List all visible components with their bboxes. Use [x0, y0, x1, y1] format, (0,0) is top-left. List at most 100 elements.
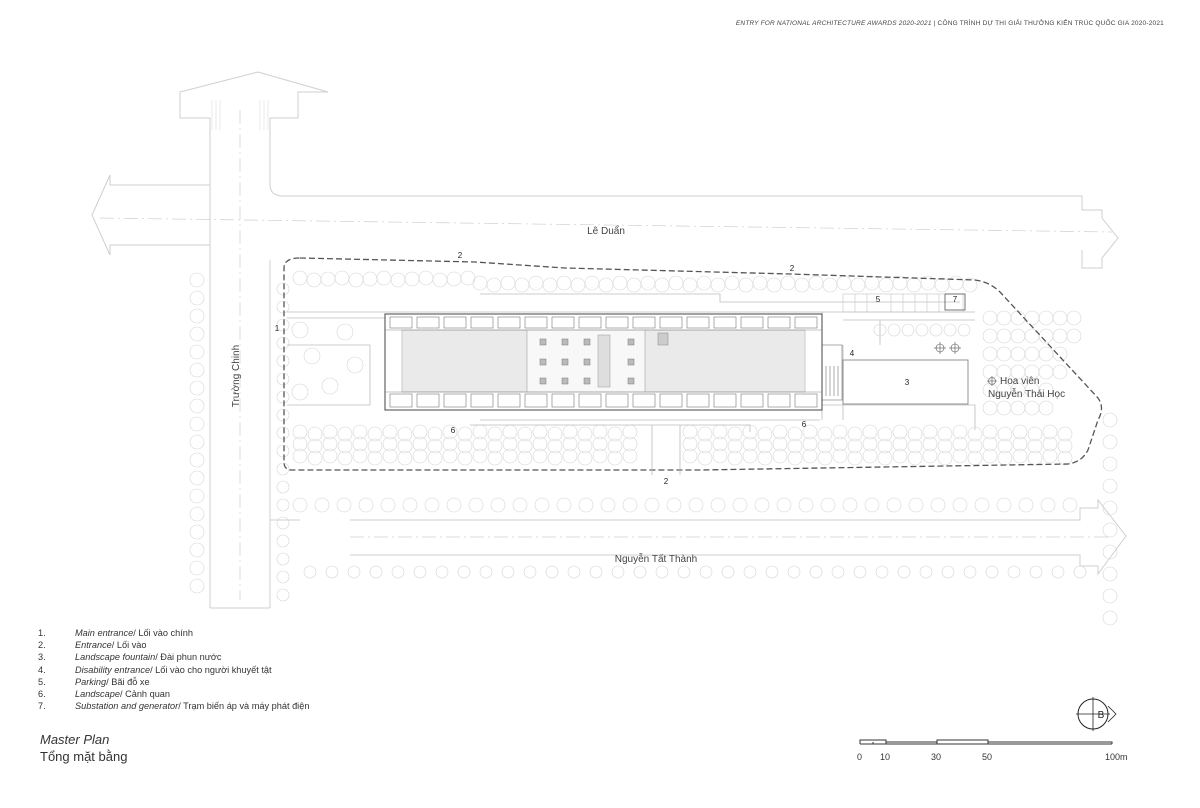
- tree-canopy: [842, 497, 858, 513]
- tree-canopy: [1057, 438, 1073, 454]
- legend-number: 6.: [38, 689, 46, 700]
- tree-canopy: [562, 448, 578, 464]
- tree-canopy: [276, 336, 290, 350]
- tree-canopy: [682, 277, 698, 293]
- tree-canopy: [996, 400, 1012, 416]
- tree-canopy: [189, 416, 205, 432]
- tree-canopy: [189, 452, 205, 468]
- legend-item: 3.Landscape fountain / Đài phun nước: [38, 651, 309, 663]
- tree-canopy: [189, 524, 205, 540]
- tree-canopy: [556, 275, 572, 291]
- tree-canopy: [334, 270, 350, 286]
- tree-canopy: [997, 426, 1013, 442]
- tree-canopy: [189, 362, 205, 378]
- legend-english: Landscape: [75, 689, 120, 700]
- tree-canopy: [292, 424, 308, 440]
- tree-canopy: [523, 565, 537, 579]
- tree-canopy: [352, 436, 368, 452]
- tree-canopy: [862, 424, 878, 440]
- scale-label-50: 50: [982, 752, 993, 762]
- legend-number: 3.: [38, 652, 46, 663]
- tree-canopy: [963, 565, 977, 579]
- tree-canopy: [982, 328, 998, 344]
- tree-canopy: [567, 565, 581, 579]
- tree-canopy: [348, 272, 364, 288]
- tree-canopy: [772, 436, 788, 452]
- tree-canopy: [626, 277, 642, 293]
- street-label-west: Trường Chinh: [231, 345, 242, 407]
- tree-canopy: [189, 290, 205, 306]
- tree-canopy: [738, 277, 754, 293]
- tree-canopy: [336, 323, 354, 341]
- tree-canopy: [682, 436, 698, 452]
- legend-item: 2.Entrance / Lối vào: [38, 639, 309, 651]
- road-outlines: [91, 71, 1127, 609]
- tree-canopy: [412, 436, 428, 452]
- tree-canopy: [367, 426, 383, 442]
- tree-canopy: [556, 497, 572, 513]
- tree-canopy: [864, 275, 880, 291]
- tree-canopy: [699, 565, 713, 579]
- tree-canopy: [346, 356, 364, 374]
- tree-canopy: [611, 565, 625, 579]
- marker-2-north-right: 2: [790, 264, 795, 273]
- tree-canopy: [1102, 478, 1118, 494]
- tree-canopy: [427, 450, 443, 466]
- tree-canopy: [836, 275, 852, 291]
- tree-canopy: [562, 436, 578, 452]
- tree-canopy: [1102, 500, 1118, 516]
- tree-canopy: [592, 448, 608, 464]
- tree-canopy: [292, 448, 308, 464]
- tree-canopy: [1052, 328, 1068, 344]
- tree-canopy: [1012, 448, 1028, 464]
- tree-canopy: [922, 436, 938, 452]
- tree-canopy: [442, 448, 458, 464]
- street-label-south: Nguyễn Tất Thành: [615, 552, 697, 565]
- tree-canopy: [424, 497, 440, 513]
- tree-canopy: [776, 497, 792, 513]
- tree-canopy: [832, 436, 848, 452]
- tree-canopy: [547, 438, 563, 454]
- tree-canopy: [397, 438, 413, 454]
- tree-canopy: [780, 275, 796, 291]
- tree-canopy: [877, 438, 893, 454]
- tree-canopy: [937, 450, 953, 466]
- tree-canopy: [189, 542, 205, 558]
- tree-canopy: [542, 277, 558, 293]
- tree-canopy: [189, 470, 205, 486]
- legend-vietnamese: / Lối vào: [111, 640, 147, 651]
- tree-canopy: [337, 426, 353, 442]
- tree-canopy: [974, 497, 990, 513]
- tree-canopy: [320, 271, 336, 287]
- tree-canopy: [1057, 426, 1073, 442]
- tree-canopy: [908, 497, 924, 513]
- tree-canopy: [402, 497, 418, 513]
- tree-canopy: [570, 277, 586, 293]
- tree-canopy: [584, 275, 600, 291]
- legend-item: 6.Landscape / Cảnh quan: [38, 688, 309, 700]
- marker-2-south: 2: [664, 477, 669, 486]
- tree-canopy: [757, 426, 773, 442]
- tree-canopy: [688, 497, 704, 513]
- tree-canopy: [276, 390, 290, 404]
- scale-label-0: 0: [857, 752, 863, 762]
- tree-canopy: [547, 426, 563, 442]
- tree-canopy: [457, 426, 473, 442]
- tree-canopy: [369, 565, 383, 579]
- tree-canopy: [1007, 565, 1021, 579]
- tree-canopy: [802, 436, 818, 452]
- tree-canopy: [1052, 364, 1068, 380]
- tree-canopy: [446, 271, 462, 287]
- tree-canopy: [712, 448, 728, 464]
- tree-canopy: [847, 426, 863, 442]
- tree-canopy: [1066, 328, 1082, 344]
- tree-canopy: [607, 450, 623, 466]
- tree-canopy: [1024, 346, 1040, 362]
- tree-canopy: [1052, 310, 1068, 326]
- tree-canopy: [577, 438, 593, 454]
- tree-canopy: [413, 565, 427, 579]
- tree-canopy: [787, 450, 803, 466]
- tree-canopy: [817, 426, 833, 442]
- tree-canopy: [906, 277, 922, 293]
- legend-number: 2.: [38, 640, 46, 651]
